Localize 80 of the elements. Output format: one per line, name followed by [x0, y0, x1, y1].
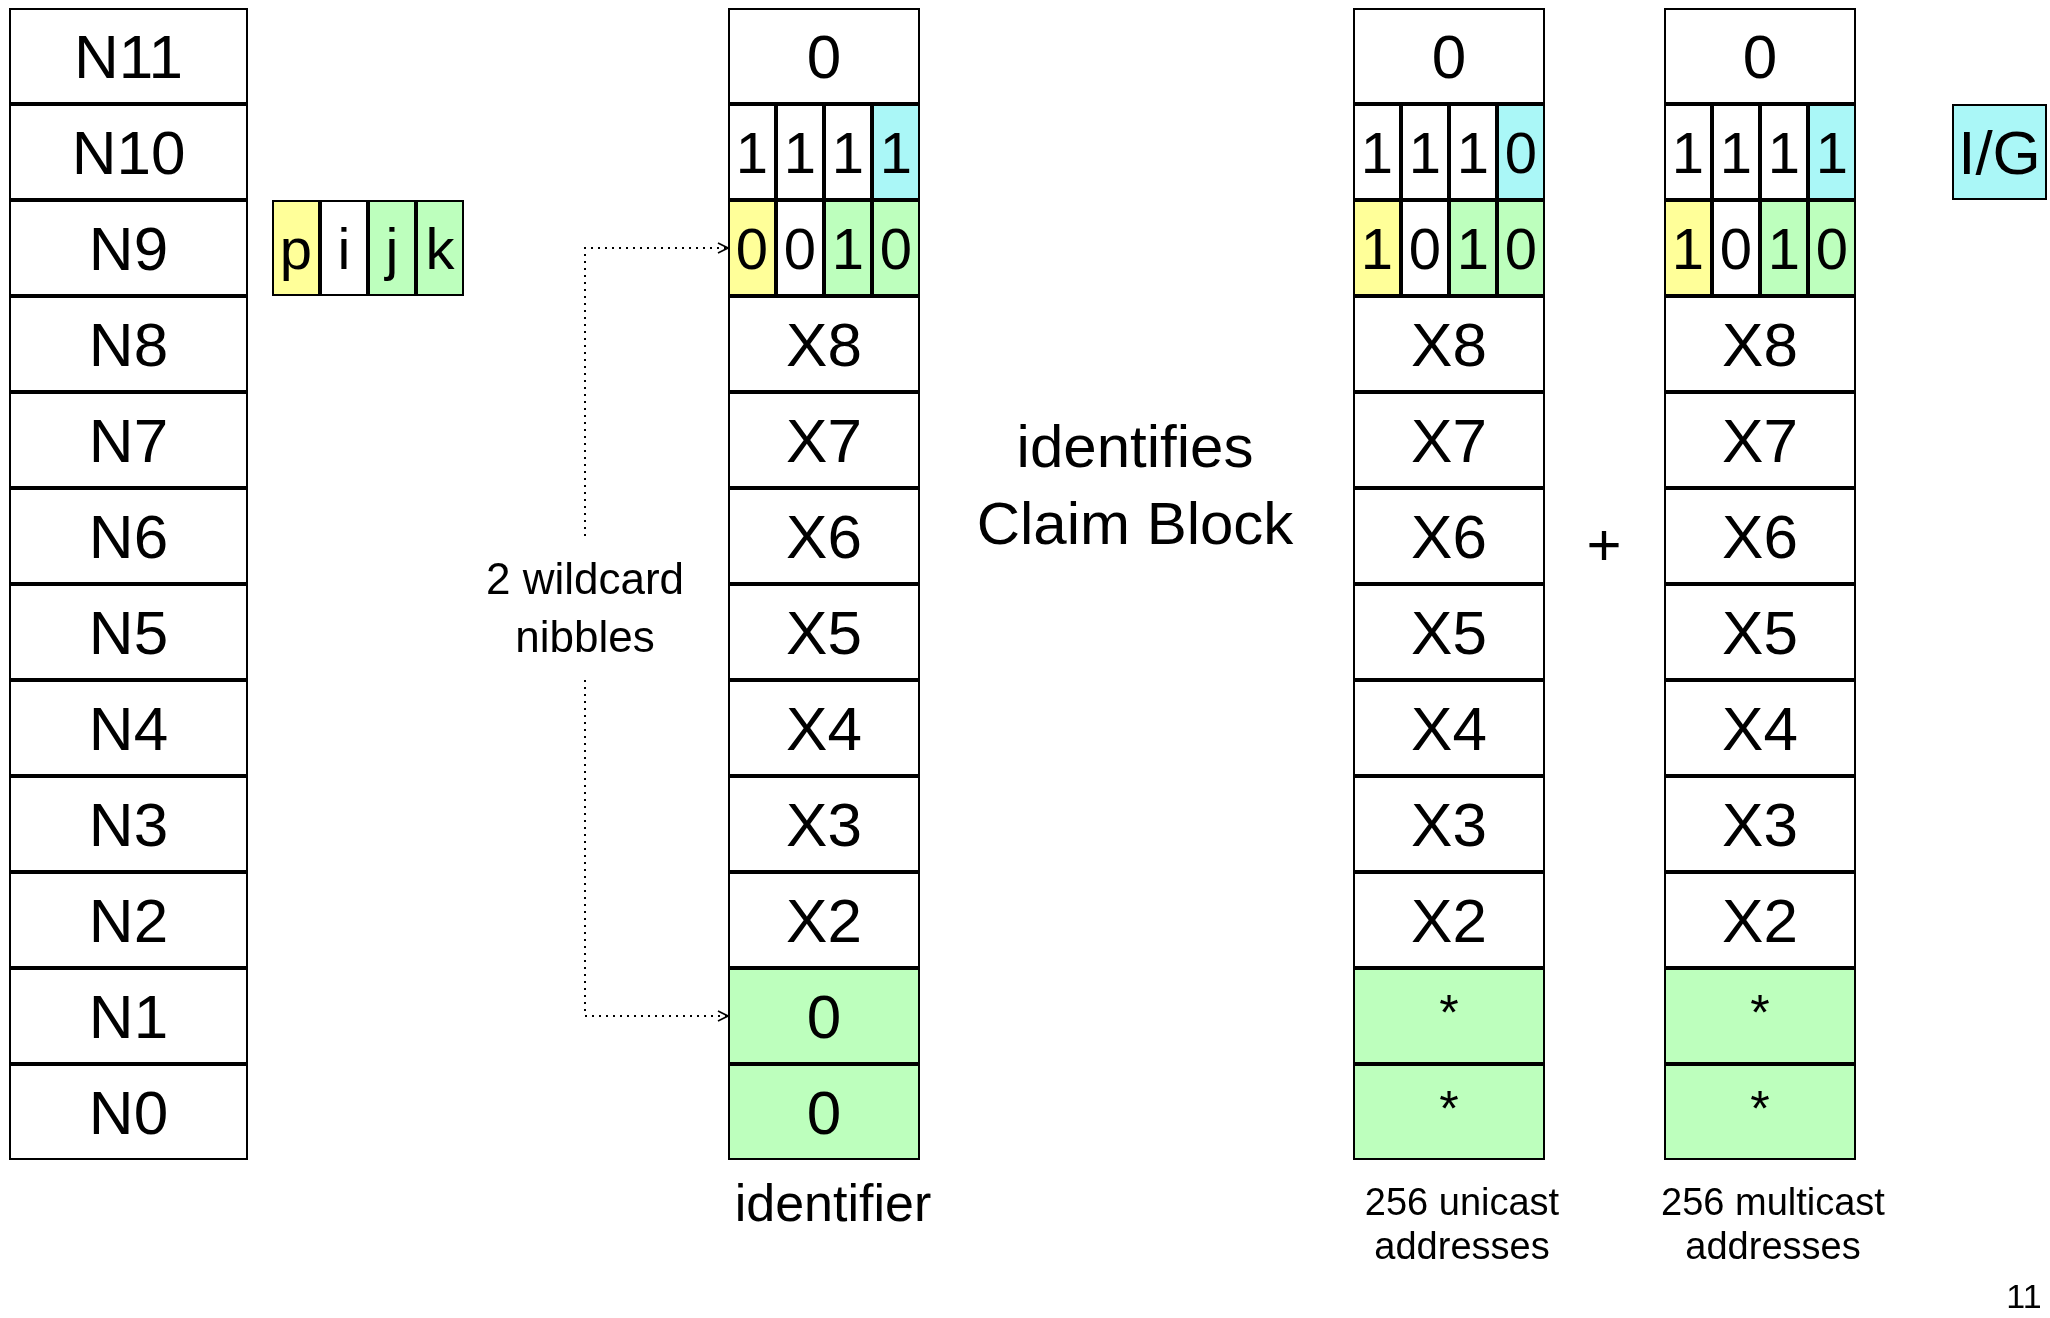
nibble-cell: X7	[1664, 392, 1856, 488]
column-caption: 256 unicast addresses	[1363, 1180, 1561, 1268]
bit-cell: 1	[1353, 104, 1401, 200]
plus-sign: +	[1585, 510, 1623, 580]
nibble-cell: X3	[1664, 776, 1856, 872]
nibble-cell: N6	[9, 488, 248, 584]
bit-cell: 1	[1449, 200, 1497, 296]
annotation-text: 2 wildcard nibbles	[460, 548, 710, 668]
nibble-cell: N7	[9, 392, 248, 488]
nibble-cell: X5	[1664, 584, 1856, 680]
bit-cell: 0	[1497, 200, 1545, 296]
nibble-cell: X4	[1353, 680, 1545, 776]
bit-cell: 1	[1712, 104, 1760, 200]
bit-cell: 1	[1449, 104, 1497, 200]
bit-cell: 1	[824, 200, 872, 296]
nibble-cell: X5	[728, 584, 920, 680]
nibble-cell: *	[1664, 968, 1856, 1064]
nibble-cell: X7	[728, 392, 920, 488]
nibble-cell: X3	[1353, 776, 1545, 872]
bit-cell: 0	[872, 200, 920, 296]
nibble-cell: X6	[728, 488, 920, 584]
nibble-cell: X8	[728, 296, 920, 392]
bit-cell: 0	[776, 200, 824, 296]
nibble-cell: X3	[728, 776, 920, 872]
nibble-cell: *	[1664, 1064, 1856, 1160]
bit-cell: 0	[1808, 200, 1856, 296]
nibble-cell: N5	[9, 584, 248, 680]
nibble-cell: N9	[9, 200, 248, 296]
nibble-cell: N11	[9, 8, 248, 104]
nibble-cell: *	[1353, 1064, 1545, 1160]
nibble-cell: N1	[9, 968, 248, 1064]
nibble-cell: 0	[728, 968, 920, 1064]
bit-cell: 1	[1808, 104, 1856, 200]
nibble-cell: X2	[728, 872, 920, 968]
bit-cell: 1	[1401, 104, 1449, 200]
nibble-cell: 0	[728, 8, 920, 104]
bit-cell: 1	[1664, 200, 1712, 296]
bit-cell: i	[320, 200, 368, 296]
nibble-cell: X2	[1664, 872, 1856, 968]
nibble-cell: *	[1353, 968, 1545, 1064]
nibble-cell: N3	[9, 776, 248, 872]
nibble-cell: I/G	[1952, 104, 2047, 200]
nibble-cell: N4	[9, 680, 248, 776]
bit-cell: 1	[728, 104, 776, 200]
nibble-cell: X8	[1664, 296, 1856, 392]
nibble-cell: 0	[728, 1064, 920, 1160]
bit-cell: 1	[1353, 200, 1401, 296]
nibble-cell: 0	[1353, 8, 1545, 104]
nibble-cell: X8	[1353, 296, 1545, 392]
bit-cell: 1	[824, 104, 872, 200]
nibble-cell: X4	[1664, 680, 1856, 776]
bit-cell: 0	[1497, 104, 1545, 200]
nibble-cell: N0	[9, 1064, 248, 1160]
nibble-cell: N2	[9, 872, 248, 968]
bit-cell: k	[416, 200, 464, 296]
nibble-cell: N10	[9, 104, 248, 200]
bit-cell: j	[368, 200, 416, 296]
nibble-cell: 0	[1664, 8, 1856, 104]
nibble-cell: X5	[1353, 584, 1545, 680]
bit-cell: 1	[1664, 104, 1712, 200]
bit-cell: 0	[1712, 200, 1760, 296]
dotted-arrow	[584, 242, 729, 537]
column-caption: identifier	[733, 1173, 933, 1234]
column-caption: 256 multicast addresses	[1660, 1180, 1886, 1268]
bit-cell: 1	[776, 104, 824, 200]
nibble-cell: X2	[1353, 872, 1545, 968]
bit-cell: 1	[872, 104, 920, 200]
bit-cell: 1	[1760, 200, 1808, 296]
nibble-cell: X6	[1664, 488, 1856, 584]
nibble-cell: X7	[1353, 392, 1545, 488]
page-number: 11	[2005, 1276, 2043, 1316]
bit-cell: 1	[1760, 104, 1808, 200]
nibble-cell: X6	[1353, 488, 1545, 584]
annotation-text: identifies Claim Block	[975, 412, 1295, 559]
nibble-cell: X4	[728, 680, 920, 776]
dotted-arrow	[584, 679, 729, 1022]
bit-cell: 0	[728, 200, 776, 296]
bit-cell: p	[272, 200, 320, 296]
bit-cell: 0	[1401, 200, 1449, 296]
nibble-cell: N8	[9, 296, 248, 392]
